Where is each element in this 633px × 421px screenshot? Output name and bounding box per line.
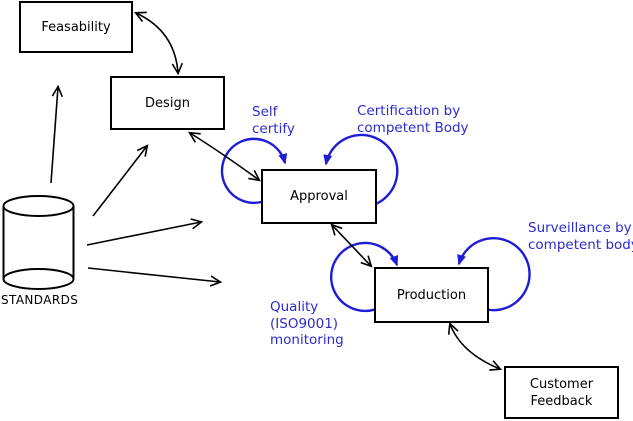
quality-monitoring-loop-arrow bbox=[329, 241, 399, 313]
standards-cylinder bbox=[2, 195, 75, 290]
design-box bbox=[110, 76, 225, 130]
approval-box bbox=[261, 169, 377, 224]
arrow-approval-production bbox=[330, 223, 373, 268]
arrow-production-customer-feedback bbox=[447, 321, 503, 371]
arrow-standards-to-feasability bbox=[50, 84, 64, 184]
arrow-standards-to-approval bbox=[86, 218, 204, 246]
feasability-box bbox=[19, 1, 133, 53]
arrow-design-approval bbox=[188, 131, 261, 182]
arrow-standards-to-production bbox=[87, 267, 223, 287]
customer-feedback-box bbox=[504, 366, 619, 419]
production-box bbox=[374, 267, 489, 323]
arrow-standards-to-design bbox=[92, 144, 149, 217]
arrow-feasability-design bbox=[133, 11, 184, 76]
surveillance-loop-arrow bbox=[457, 237, 531, 312]
